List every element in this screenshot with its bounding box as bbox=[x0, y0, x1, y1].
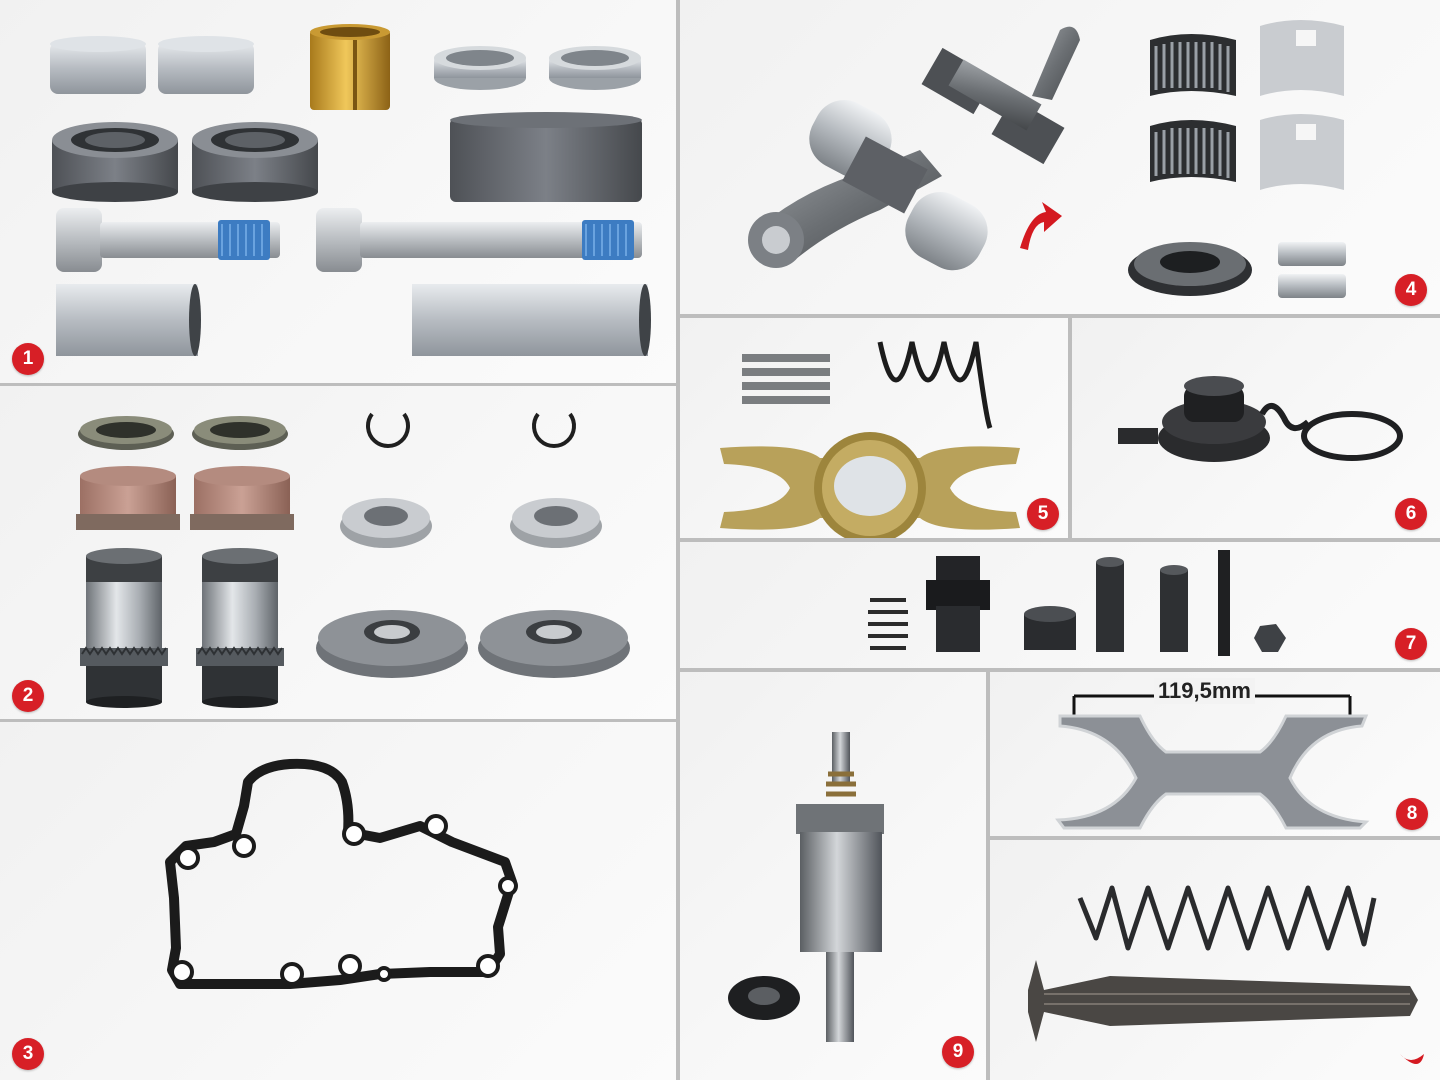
divider-right-2 bbox=[1068, 318, 1072, 538]
panel-number-badge: 8 bbox=[1396, 798, 1428, 830]
rotation-arrow bbox=[1020, 202, 1062, 250]
panel-4-parts bbox=[748, 20, 1346, 298]
panel-3-parts bbox=[165, 758, 518, 989]
gear-plate bbox=[720, 432, 1020, 538]
panel-10 bbox=[990, 840, 1440, 1080]
splined-shaft bbox=[1028, 960, 1418, 1042]
panel-4: 4 bbox=[680, 0, 1440, 314]
panel-number-badge: 5 bbox=[1027, 498, 1059, 530]
divider-left-2 bbox=[0, 719, 676, 722]
panel-1-parts bbox=[50, 24, 651, 356]
panel-7-parts bbox=[868, 550, 1286, 656]
panel-8: 119,5mm 8 bbox=[990, 672, 1440, 836]
small-spring bbox=[868, 598, 908, 650]
panel-7: 7 bbox=[680, 542, 1440, 668]
stud-left bbox=[1096, 557, 1124, 652]
divider-right-1 bbox=[680, 314, 1440, 318]
corner-accent bbox=[1400, 1054, 1424, 1064]
seal-left bbox=[78, 416, 174, 450]
guide-bolt-right bbox=[316, 208, 642, 272]
adjuster-unit-left bbox=[80, 548, 168, 708]
adjuster-unit-right bbox=[196, 548, 284, 708]
panel-number-badge: 6 bbox=[1395, 498, 1427, 530]
cap-right bbox=[158, 36, 254, 94]
adjuster-shaft bbox=[796, 732, 884, 1042]
needle-bearing-top bbox=[1150, 34, 1236, 96]
seal-right bbox=[192, 416, 288, 450]
divider-center-vertical bbox=[676, 0, 680, 1080]
panel-5: 5 bbox=[680, 318, 1068, 538]
guide-sleeve-right bbox=[412, 284, 651, 356]
divider-right-3 bbox=[680, 538, 1440, 542]
washer-left bbox=[340, 498, 432, 548]
panel-5-parts bbox=[720, 341, 1020, 538]
bearing-right bbox=[192, 122, 318, 202]
washer-right bbox=[510, 498, 602, 548]
divider-left-1 bbox=[0, 383, 676, 386]
panel-number-badge: 3 bbox=[12, 1038, 44, 1070]
panel-number-badge: 4 bbox=[1395, 274, 1427, 306]
panel-9: 9 bbox=[680, 672, 986, 1080]
panel-2-parts bbox=[76, 412, 630, 708]
bearing-pins bbox=[1278, 242, 1346, 298]
boot-plate-right bbox=[478, 610, 630, 678]
stud-right bbox=[1160, 565, 1188, 652]
circlip-right bbox=[532, 412, 576, 448]
divider-right-6 bbox=[990, 836, 1440, 840]
rubber-sleeve bbox=[450, 112, 642, 202]
bushing-left bbox=[76, 466, 180, 530]
plate-tool bbox=[1055, 714, 1370, 830]
shaft-seal bbox=[1128, 242, 1252, 296]
boot-plate-left bbox=[316, 610, 468, 678]
panel-10-parts bbox=[1028, 885, 1424, 1064]
seal-ring-left bbox=[434, 46, 526, 90]
panel-1: 1 bbox=[0, 0, 676, 384]
divider-right-5 bbox=[986, 672, 990, 1080]
long-spring bbox=[1077, 885, 1377, 951]
brass-bushing bbox=[310, 24, 390, 110]
circlip-left bbox=[366, 412, 410, 448]
divider-right-4 bbox=[680, 668, 1440, 672]
bearing-shell-top bbox=[1260, 20, 1344, 96]
guide-sleeve-left bbox=[56, 284, 201, 356]
panel-3: 3 bbox=[0, 722, 676, 1080]
cap-left bbox=[50, 36, 146, 94]
panel-2: 2 bbox=[0, 386, 676, 720]
cap-with-strap bbox=[1118, 376, 1403, 462]
panel-6-parts bbox=[1118, 376, 1403, 462]
lever-with-bearings bbox=[921, 26, 1080, 165]
tall-spring bbox=[877, 341, 993, 429]
bearing-shell-bottom bbox=[1260, 114, 1344, 190]
spline-lines bbox=[1044, 993, 1410, 1005]
threaded-rod bbox=[1218, 550, 1230, 656]
hex-nut bbox=[1254, 624, 1286, 652]
panel-number-badge: 7 bbox=[1395, 628, 1427, 660]
small-seal bbox=[728, 976, 800, 1020]
cup bbox=[1024, 606, 1076, 650]
short-spring bbox=[742, 354, 830, 404]
bushing-right bbox=[190, 466, 294, 530]
gear-sleeve bbox=[926, 556, 990, 652]
needle-bearing-bottom bbox=[1150, 120, 1236, 182]
lever-shaft-assembly bbox=[748, 100, 988, 271]
gasket-holes bbox=[170, 814, 518, 986]
dimension-label: 119,5mm bbox=[1154, 678, 1255, 704]
seal-ring-right bbox=[549, 46, 641, 90]
gasket bbox=[165, 758, 517, 989]
panel-9-parts bbox=[728, 732, 884, 1042]
panel-number-badge: 1 bbox=[12, 343, 44, 375]
guide-bolt-left bbox=[56, 208, 280, 272]
panel-6: 6 bbox=[1072, 318, 1440, 538]
bearing-left bbox=[52, 122, 178, 202]
panel-number-badge: 2 bbox=[12, 680, 44, 712]
panel-number-badge: 9 bbox=[942, 1036, 974, 1068]
